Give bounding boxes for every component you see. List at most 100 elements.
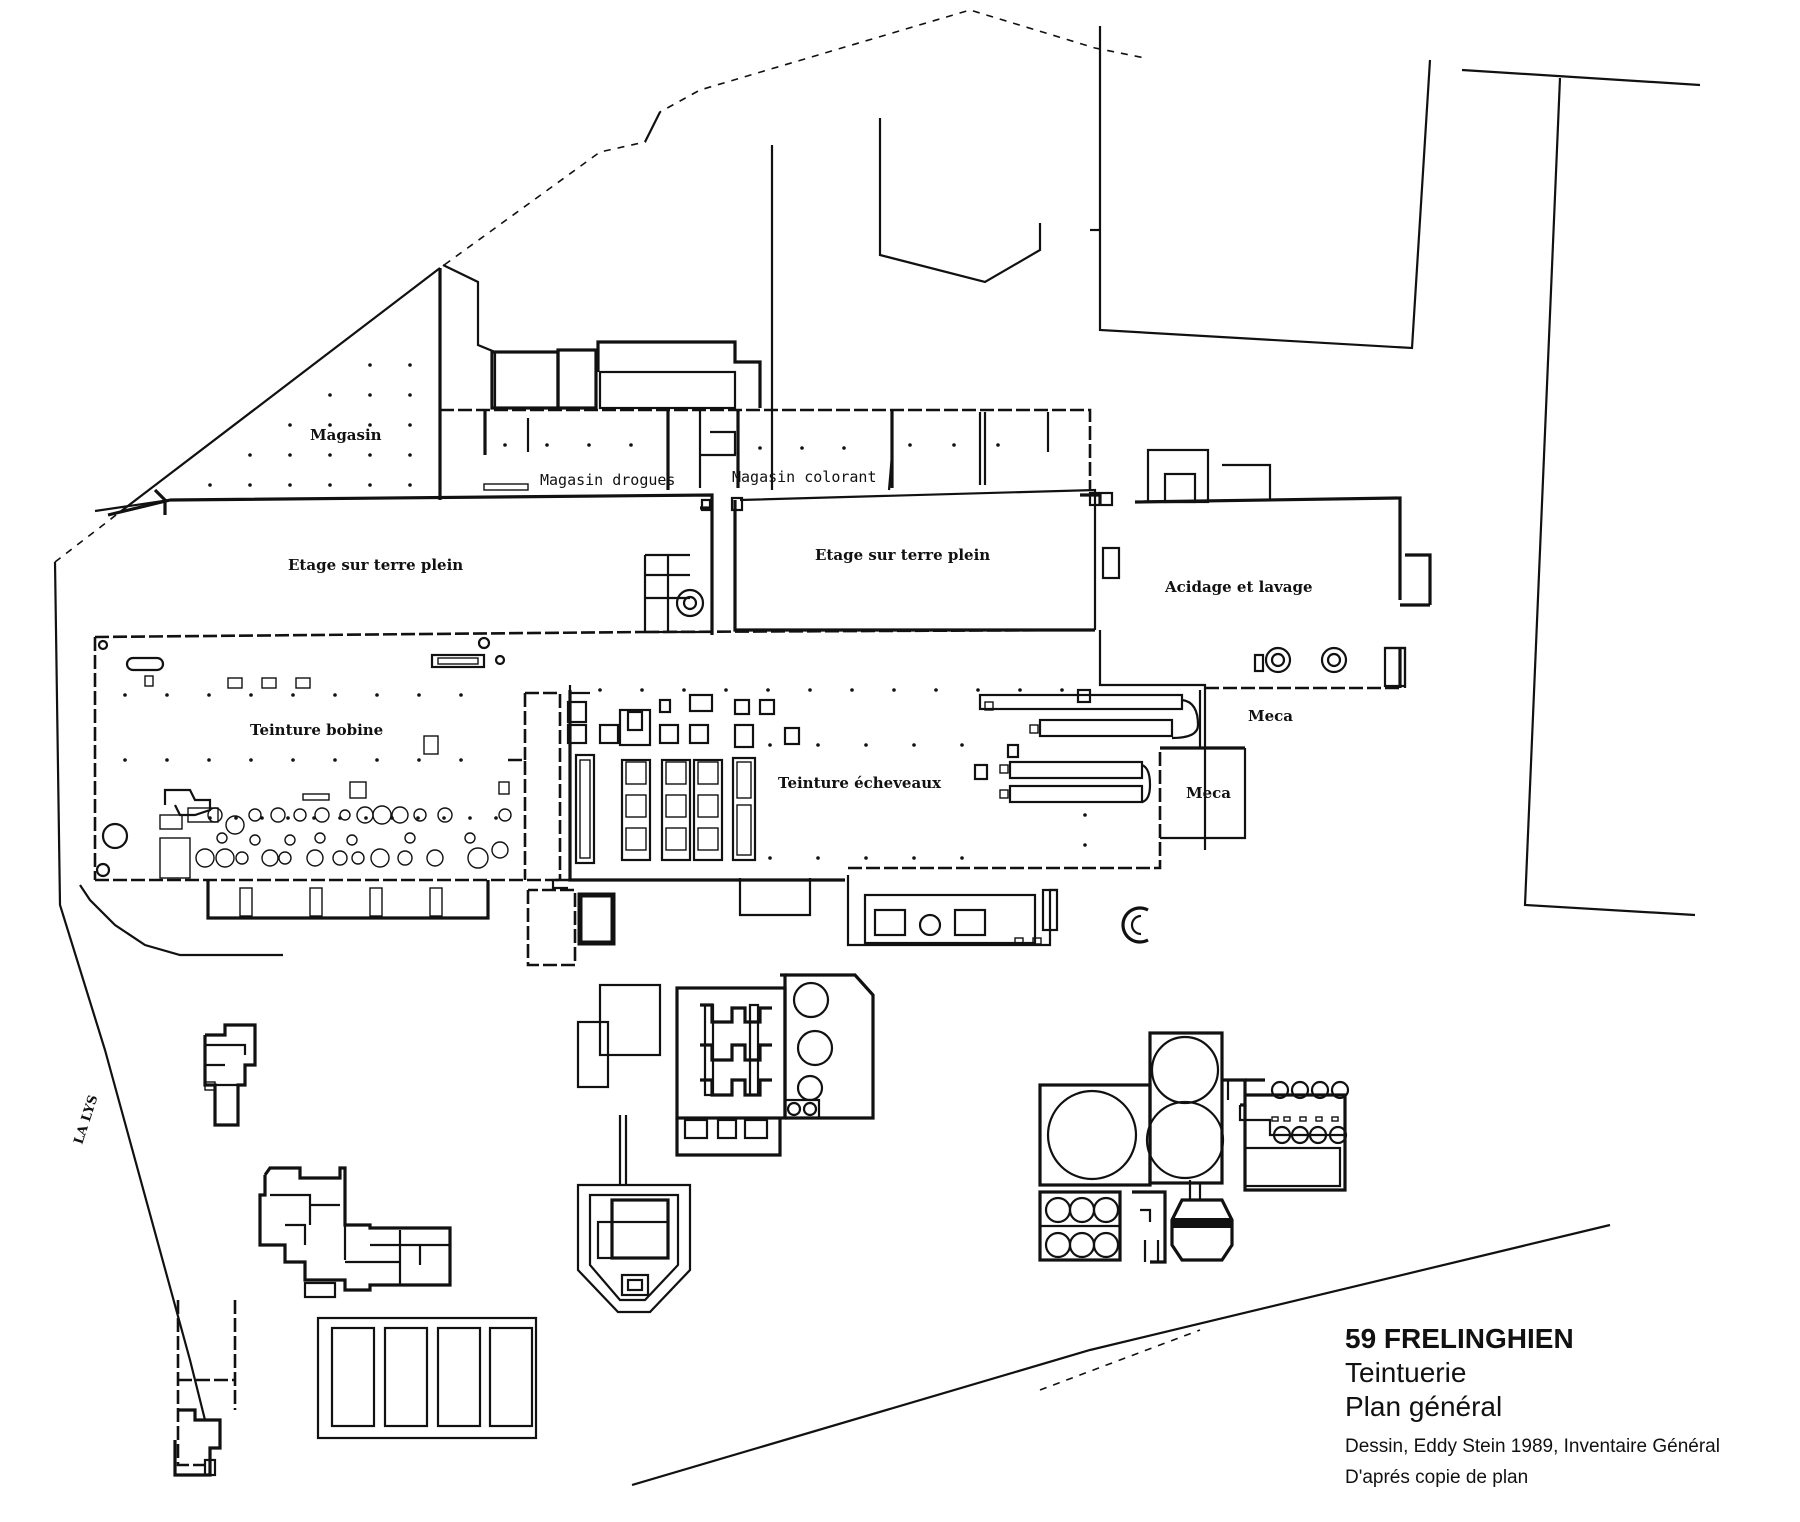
column-dot [286, 816, 290, 820]
column-dot [333, 758, 337, 762]
west-small-buildings [173, 1023, 538, 1477]
column-dot [408, 483, 412, 487]
column-dot [408, 363, 412, 367]
dye-vat [351, 851, 365, 865]
column-dot [459, 693, 463, 697]
labels: Magasin Magasin drogues Magasin colorant… [72, 426, 1313, 1146]
label-meca-1: Meca [1248, 707, 1293, 725]
column-dot [375, 693, 379, 697]
column-dot [207, 758, 211, 762]
dye-vat [235, 851, 249, 865]
column-dot [291, 693, 295, 697]
label-etage-2: Etage sur terre plein [815, 546, 990, 564]
label-magasin-colorant: Magasin colorant [732, 468, 877, 486]
column-dot [629, 443, 633, 447]
column-dot [864, 743, 868, 747]
column-dot [724, 688, 728, 692]
magasin-strip [440, 408, 1092, 491]
dye-vat [437, 807, 453, 823]
dye-vat [270, 807, 286, 823]
dye-vat [491, 841, 509, 859]
dye-vat [306, 849, 324, 867]
column-dot [288, 453, 292, 457]
magasin-building [107, 267, 442, 517]
dye-vat [284, 834, 296, 846]
north-service-buildings [442, 264, 762, 410]
dye-vat [261, 849, 279, 867]
column-dot [768, 856, 772, 860]
dye-vat [314, 832, 326, 844]
column-dot [842, 446, 846, 450]
column-dot [417, 693, 421, 697]
dye-vat [248, 808, 262, 822]
dye-vat [391, 806, 409, 824]
water-treatment-tanks [1038, 1031, 1350, 1264]
column-dot [234, 816, 238, 820]
teinture-echeveaux-building [551, 628, 1400, 947]
label-magasin: Magasin [310, 426, 382, 444]
dye-vat [195, 848, 215, 868]
column-dot [123, 758, 127, 762]
column-dot [864, 856, 868, 860]
column-dot [123, 693, 127, 697]
caption-location: 59 FRELINGHIEN [1345, 1323, 1574, 1354]
dye-vat [346, 834, 358, 846]
column-dot [288, 423, 292, 427]
column-dot [766, 688, 770, 692]
column-dot [368, 423, 372, 427]
column-dot [248, 483, 252, 487]
column-dot [800, 446, 804, 450]
column-dot [291, 758, 295, 762]
column-dot [587, 443, 591, 447]
column-dot [682, 688, 686, 692]
dye-vat [467, 847, 489, 869]
dye-vat [314, 807, 330, 823]
column-dot [375, 758, 379, 762]
teinture-bobine-building [79, 630, 646, 967]
column-dot [934, 688, 938, 692]
column-dot [912, 856, 916, 860]
caption-plan-type: Plan général [1345, 1391, 1503, 1422]
dye-vat [464, 832, 476, 844]
label-teinture-echeveaux: Teinture écheveaux [778, 774, 942, 792]
column-dot [1083, 843, 1087, 847]
dye-vat [370, 848, 390, 868]
dye-vat [356, 806, 374, 824]
column-dot [468, 816, 472, 820]
column-dot [249, 693, 253, 697]
column-dot [328, 453, 332, 457]
column-dot [207, 693, 211, 697]
column-dot [960, 743, 964, 747]
column-dot [248, 453, 252, 457]
north-plots [770, 26, 1432, 490]
column-dot [364, 816, 368, 820]
column-dot [1083, 813, 1087, 817]
column-dot [368, 363, 372, 367]
chimney-tower [576, 1115, 692, 1314]
column-dot [545, 443, 549, 447]
boiler-house [576, 973, 875, 1157]
column-dot [808, 688, 812, 692]
column-dot [165, 693, 169, 697]
label-meca-2: Meca [1186, 784, 1231, 802]
column-dot [416, 816, 420, 820]
dye-vat [215, 848, 235, 868]
column-dot [368, 393, 372, 397]
column-dot [960, 856, 964, 860]
title-block: 59 FRELINGHIEN Teintuerie Plan général D… [1345, 1322, 1785, 1494]
property-boundary [53, 9, 1701, 1487]
column-dot [408, 423, 412, 427]
column-dot [1018, 688, 1022, 692]
dye-vat [404, 832, 416, 844]
dye-vat [332, 850, 348, 866]
acidage-lavage-building [1098, 448, 1432, 688]
column-dot [1060, 688, 1064, 692]
dye-vat [293, 808, 307, 822]
column-dot [368, 483, 372, 487]
column-dot [758, 446, 762, 450]
column-dot [328, 393, 332, 397]
column-dot [288, 483, 292, 487]
label-magasin-drogues: Magasin drogues [540, 471, 675, 489]
dye-vat [426, 849, 444, 867]
